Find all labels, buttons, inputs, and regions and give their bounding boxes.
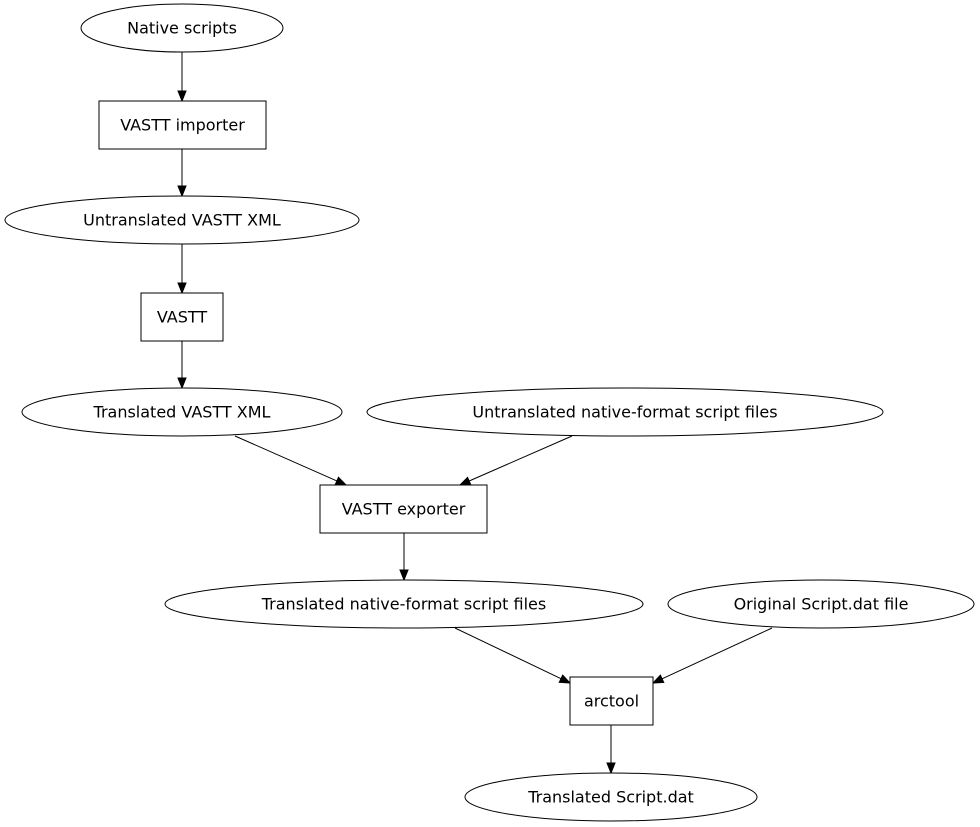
- node-label: Original Script.dat file: [734, 595, 909, 614]
- node-shape: [569, 676, 654, 726]
- arrowhead-icon: [399, 569, 409, 582]
- node-label: VASTT exporter: [342, 500, 466, 519]
- node-translated-native-files: Translated native-format script files: [164, 579, 644, 629]
- node-shape: [80, 3, 284, 53]
- edge-vastt-importer-to-untranslated-vastt-xml: [177, 149, 187, 198]
- node-vastt-exporter: VASTT exporter: [319, 484, 488, 534]
- arrowhead-icon: [177, 377, 187, 390]
- arrowhead-icon: [177, 185, 187, 198]
- edge-vastt-exporter-to-translated-native-files: [399, 533, 409, 582]
- node-shape: [464, 772, 758, 822]
- node-untranslated-vastt-xml: Untranslated VASTT XML: [4, 195, 360, 245]
- node-translated-vastt-xml: Translated VASTT XML: [21, 387, 343, 437]
- edge-original-script-dat-to-arctool: [651, 627, 773, 684]
- node-original-script-dat: Original Script.dat file: [667, 579, 975, 629]
- edge-line: [234, 435, 338, 482]
- node-label: Translated VASTT XML: [93, 403, 271, 422]
- edge-line: [661, 627, 773, 680]
- node-shape: [4, 195, 360, 245]
- nodes-layer: Native scripts VASTT importer Untranslat…: [4, 3, 975, 822]
- arrowhead-icon: [458, 476, 472, 486]
- node-label: Translated Script.dat: [527, 788, 694, 807]
- node-untranslated-native-files: Untranslated native-format script files: [366, 387, 884, 437]
- node-label: Untranslated native-format script files: [472, 403, 777, 422]
- edge-arctool-to-translated-script-dat: [606, 725, 616, 775]
- node-shape: [21, 387, 343, 437]
- arrowhead-icon: [558, 674, 572, 684]
- edge-line: [468, 435, 573, 482]
- node-shape: [319, 484, 488, 534]
- node-translated-script-dat: Translated Script.dat: [464, 772, 758, 822]
- edge-untranslated-vastt-xml-to-vastt: [177, 244, 187, 295]
- node-native-scripts: Native scripts: [80, 3, 284, 53]
- node-arctool: arctool: [569, 676, 654, 726]
- edge-translated-vastt-xml-to-vastt-exporter: [234, 435, 348, 486]
- edge-vastt-to-translated-vastt-xml: [177, 341, 187, 390]
- edge-native-scripts-to-vastt-importer: [177, 52, 187, 103]
- node-label: Native scripts: [127, 19, 237, 38]
- node-shape: [366, 387, 884, 437]
- arrowhead-icon: [177, 90, 187, 103]
- arrowhead-icon: [177, 282, 187, 295]
- arrowhead-icon: [606, 762, 616, 775]
- node-shape: [164, 579, 644, 629]
- edge-untranslated-native-files-to-vastt-exporter: [458, 435, 573, 486]
- edges-layer: [177, 52, 773, 775]
- node-shape: [667, 579, 975, 629]
- arrowhead-icon: [334, 476, 348, 486]
- edge-line: [454, 627, 562, 680]
- node-vastt: VASTT: [140, 292, 224, 342]
- node-label: Translated native-format script files: [261, 595, 546, 614]
- node-label: Untranslated VASTT XML: [83, 211, 281, 230]
- node-vastt-importer: VASTT importer: [98, 100, 267, 150]
- node-shape: [98, 100, 267, 150]
- edge-translated-native-files-to-arctool: [454, 627, 572, 684]
- node-label: VASTT importer: [120, 116, 245, 135]
- arrowhead-icon: [651, 674, 665, 684]
- node-label: VASTT: [157, 308, 208, 327]
- node-label: arctool: [584, 692, 639, 711]
- node-shape: [140, 292, 224, 342]
